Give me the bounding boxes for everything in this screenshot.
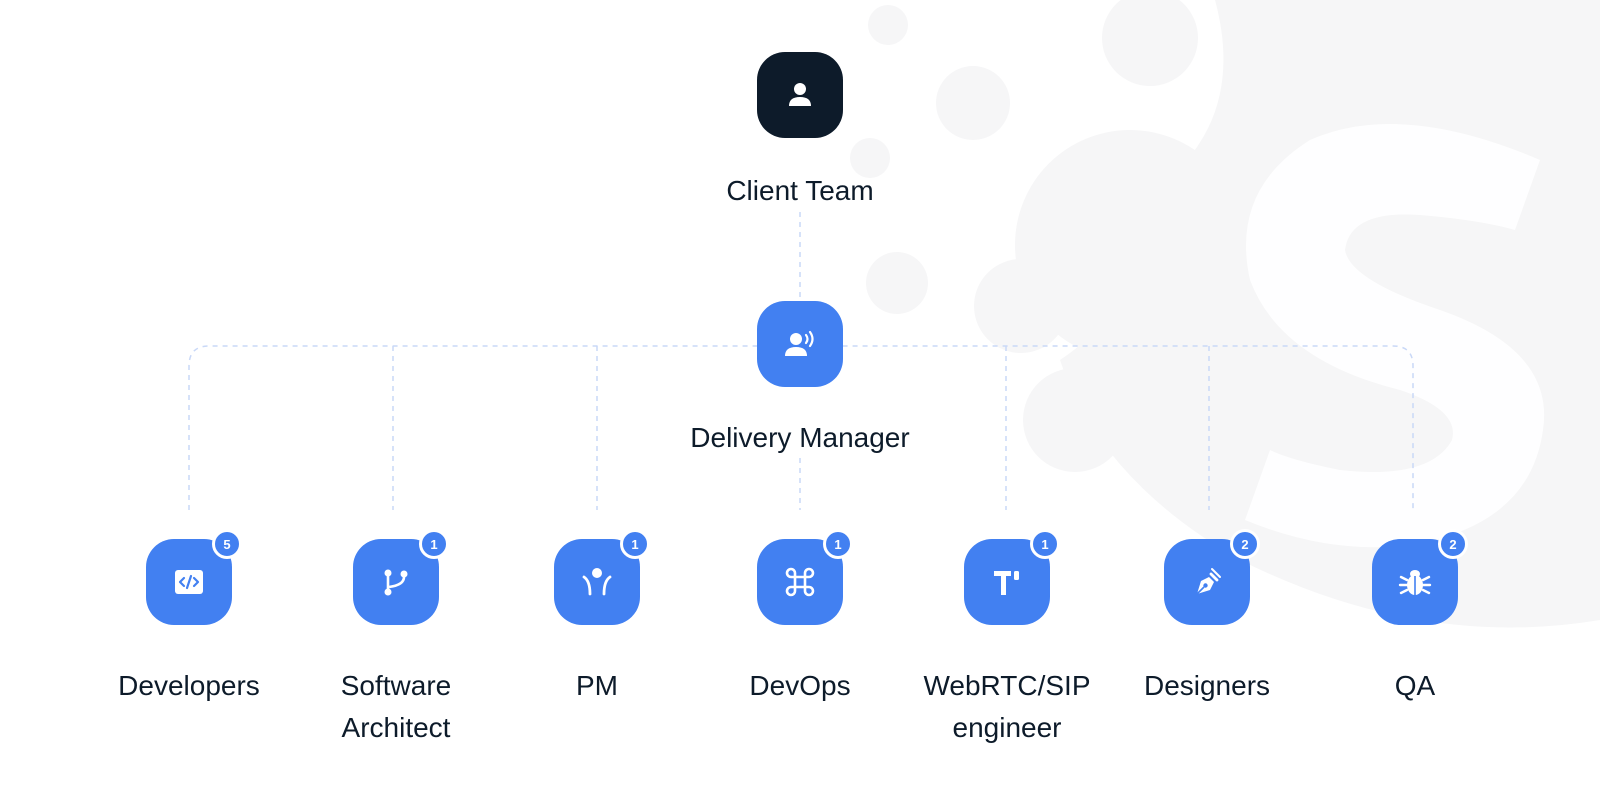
designers-label: Designers	[1143, 670, 1271, 701]
pm-label: PM	[576, 670, 618, 701]
developers-label: Developers	[118, 670, 260, 701]
software-architect-label: Software Architect	[340, 670, 452, 743]
pm-count-badge: 1	[620, 529, 650, 559]
role-webrtc-sip-engineer: 1 WebRTC/SIP engineer	[907, 529, 1107, 749]
client-team-label: Client Team	[726, 175, 874, 206]
command-icon	[785, 567, 815, 597]
t-letter-icon	[994, 571, 1019, 595]
code-icon	[175, 570, 203, 594]
software-architect-count-badge: 1	[419, 529, 449, 559]
person-arms-icon	[582, 568, 612, 596]
client-team-node: Client Team	[700, 52, 900, 212]
delivery-manager-tile	[757, 301, 843, 387]
devops-label: DevOps	[749, 670, 851, 701]
role-software-architect: 1 Software Architect	[296, 529, 496, 749]
client-team-tile	[757, 52, 843, 138]
role-pm: 1 PM	[497, 529, 697, 707]
delivery-manager-label: Delivery Manager	[690, 422, 910, 453]
pen-nib-icon	[1196, 568, 1221, 595]
devops-tile: 1	[757, 529, 853, 625]
pm-tile: 1	[554, 529, 650, 625]
user-icon	[789, 83, 811, 106]
designers-count-badge: 2	[1230, 529, 1260, 559]
delivery-manager-node: Delivery Manager	[650, 301, 950, 459]
role-developers: 5 Developers	[89, 529, 289, 707]
webrtc-sip-engineer-count-badge: 1	[1030, 529, 1060, 559]
bug-icon	[1398, 570, 1432, 595]
user-voice-icon	[785, 330, 814, 356]
qa-count-badge: 2	[1438, 529, 1468, 559]
qa-tile: 2	[1372, 529, 1468, 625]
developers-count-badge: 5	[212, 529, 242, 559]
webrtc-sip-engineer-label: WebRTC/SIP engineer	[923, 670, 1091, 743]
git-branch-icon	[384, 569, 408, 596]
designers-tile: 2	[1164, 529, 1260, 625]
devops-count-badge: 1	[823, 529, 853, 559]
role-devops: 1 DevOps	[700, 529, 900, 707]
role-designers: 2 Designers	[1107, 529, 1307, 707]
qa-label: QA	[1394, 670, 1436, 701]
software-architect-tile: 1	[353, 529, 449, 625]
developers-tile: 5	[146, 529, 242, 625]
webrtc-sip-engineer-tile: 1	[964, 529, 1060, 625]
role-qa: 2 QA	[1315, 529, 1515, 707]
